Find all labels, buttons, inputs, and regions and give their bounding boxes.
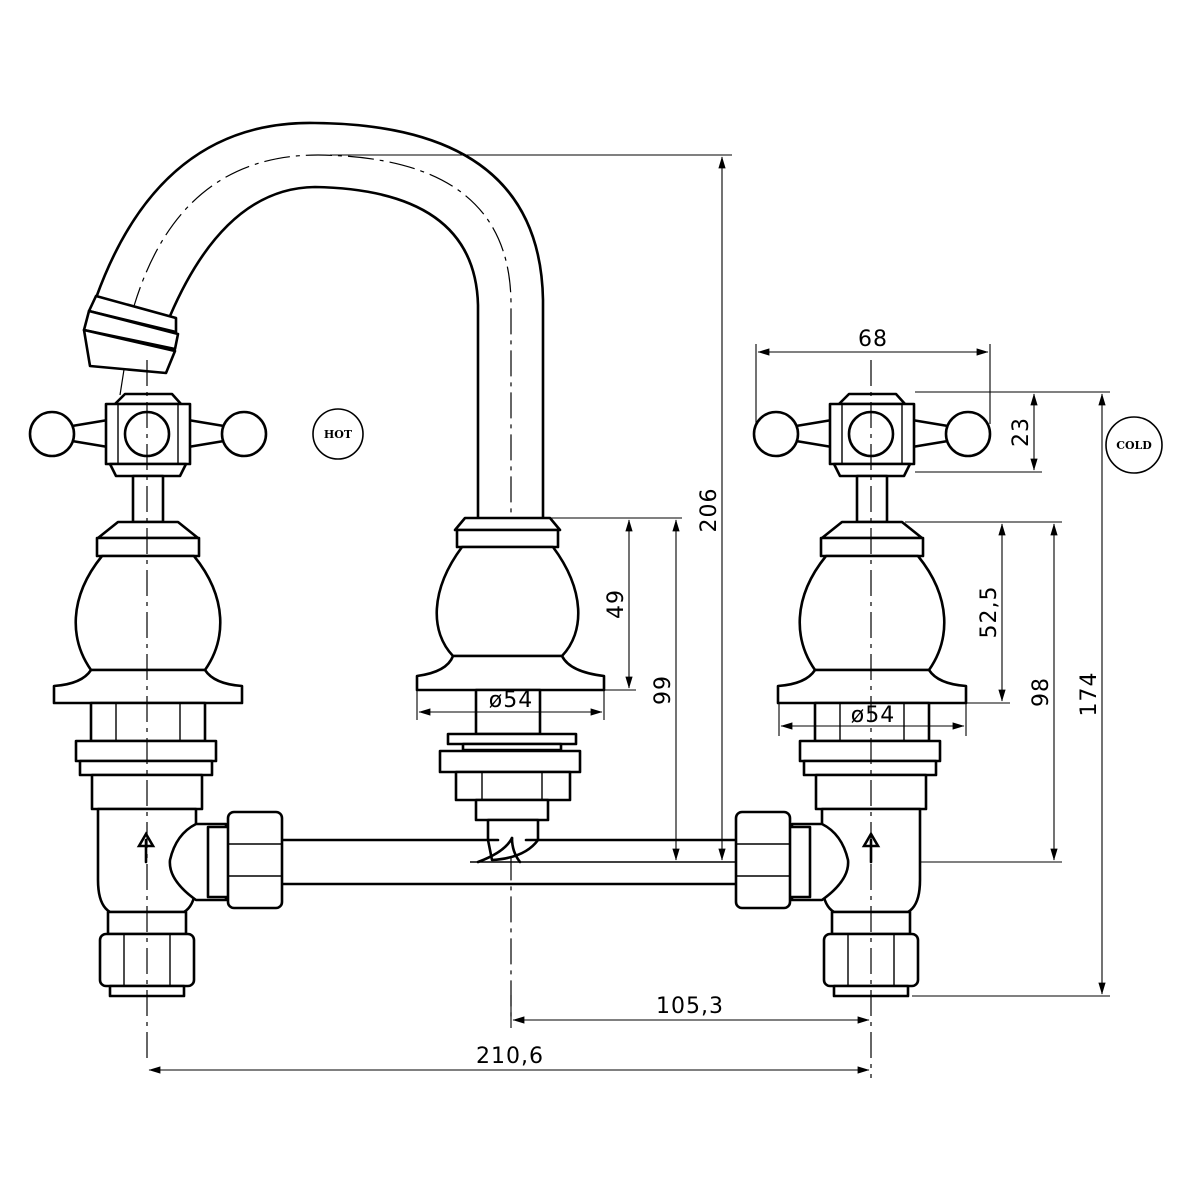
cold-badge-label: COLD bbox=[1116, 439, 1152, 452]
cold-bell-body bbox=[798, 554, 946, 672]
cold-union-nut bbox=[734, 810, 792, 910]
hot-bell-body bbox=[74, 554, 222, 672]
cold-handle-base bbox=[832, 462, 912, 478]
cold-spindle bbox=[855, 474, 889, 524]
hot-handle-base bbox=[108, 462, 188, 478]
hot-lock-nut bbox=[74, 739, 218, 763]
dim-label-54-spout: ø54 bbox=[489, 688, 533, 713]
cold-handle-knob-left bbox=[752, 410, 800, 458]
dim-label-105-3: 105,3 bbox=[656, 994, 724, 1019]
cold-handle-arm-left bbox=[794, 418, 834, 449]
dimension-lines bbox=[148, 154, 1110, 1074]
hot-shank bbox=[89, 701, 207, 743]
spout-nozzle-ring bbox=[82, 309, 180, 351]
dim-label-52-5: 52,5 bbox=[977, 586, 1002, 639]
dim-label-68: 68 bbox=[858, 327, 888, 352]
hot-union-nut bbox=[226, 810, 284, 910]
hot-spindle bbox=[131, 474, 165, 524]
hot-handle-arm-left bbox=[70, 418, 110, 449]
hot-handle-knob-right bbox=[220, 410, 268, 458]
hot-valve bbox=[28, 360, 284, 1060]
spout-centerline bbox=[119, 154, 512, 1020]
hot-badge: HOT bbox=[312, 408, 364, 460]
cold-collar bbox=[820, 520, 924, 540]
spout-collar bbox=[453, 516, 562, 532]
cold-shank bbox=[813, 701, 931, 743]
hot-badge-label: HOT bbox=[324, 428, 353, 441]
hot-handle-knob-left bbox=[28, 410, 76, 458]
cold-handle-hub bbox=[837, 392, 907, 406]
cold-valve bbox=[734, 360, 992, 1078]
spout-tail bbox=[474, 798, 550, 822]
dim-label-174: 174 bbox=[1077, 672, 1102, 717]
cold-handle-arm-right bbox=[910, 418, 950, 449]
dimension-labels: 206 49 99 ø54 68 23 52,5 98 174 ø54 105,… bbox=[476, 327, 1102, 1069]
hot-handle-hub bbox=[113, 392, 183, 406]
spout-collar-band bbox=[455, 528, 560, 549]
spout-base-flare bbox=[415, 654, 606, 692]
spout-washer bbox=[446, 732, 578, 746]
cold-badge: COLD bbox=[1105, 416, 1163, 474]
dim-label-210-6: 210,6 bbox=[476, 1044, 544, 1069]
spout-bell-body bbox=[435, 545, 580, 658]
dim-label-54-valve: ø54 bbox=[851, 703, 895, 728]
cold-washer bbox=[802, 759, 938, 777]
hot-washer bbox=[78, 759, 214, 777]
cold-handle-knob-right bbox=[944, 410, 992, 458]
hot-handle-arm-right bbox=[186, 418, 226, 449]
spout-neck-outer bbox=[94, 121, 545, 520]
hot-base-flare bbox=[52, 668, 244, 705]
cold-collar-band bbox=[819, 536, 925, 558]
dim-label-49: 49 bbox=[604, 589, 629, 619]
cold-base-flare bbox=[776, 668, 968, 705]
dim-label-206: 206 bbox=[697, 488, 722, 533]
connecting-pipe bbox=[281, 836, 740, 886]
spout-neck-inner bbox=[168, 185, 480, 520]
spout-nozzle-tip bbox=[82, 328, 177, 375]
spout-nozzle-cap bbox=[87, 294, 178, 334]
hot-collar bbox=[96, 520, 200, 540]
dim-label-99: 99 bbox=[651, 675, 676, 705]
spout-backnut bbox=[438, 749, 582, 774]
cold-lock-nut bbox=[798, 739, 942, 763]
hot-flow-arrow bbox=[136, 831, 156, 864]
dim-label-98: 98 bbox=[1029, 677, 1054, 707]
dim-label-23: 23 bbox=[1009, 417, 1034, 447]
hot-collar-band bbox=[95, 536, 201, 558]
spout-nut bbox=[454, 770, 572, 802]
spout-washer-2 bbox=[461, 742, 563, 752]
